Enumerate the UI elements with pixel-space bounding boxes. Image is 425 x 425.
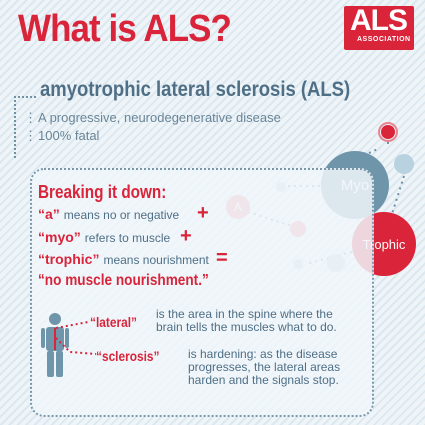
lateral-term: “lateral” xyxy=(90,314,137,330)
myo-to-pink-connector xyxy=(357,147,381,159)
left-dotted-line xyxy=(14,96,38,158)
breakdown-result: “no muscle nourishment.” xyxy=(38,272,209,289)
bullet-item: ⋮100% fatal xyxy=(24,128,100,143)
page-title: What is ALS? xyxy=(18,8,232,50)
sclerosis-description: is hardening: as the disease progresses,… xyxy=(188,347,341,387)
breakdown-panel xyxy=(30,168,374,417)
lateral-description: is the area in the spine where the brain… xyxy=(156,307,337,334)
pale-blue-dot xyxy=(394,154,414,174)
dot-to-trophic-connector xyxy=(391,175,405,215)
person-icon xyxy=(41,313,69,377)
logo-sub-text: ASSOCIATION xyxy=(357,36,411,43)
sclerosis-term: “sclerosis” xyxy=(96,348,160,364)
logo-main-text: ALS xyxy=(350,4,408,37)
small-red-dot xyxy=(381,125,395,139)
bullet-item: ⋮A progressive, neurodegenerative diseas… xyxy=(24,110,281,125)
lateral-connector xyxy=(55,321,89,329)
plus-operator: + xyxy=(180,225,192,247)
subtitle: amyotrophic lateral sclerosis (ALS) xyxy=(40,78,351,101)
small-red-ring xyxy=(378,122,398,142)
breakdown-line: “myo”refers to muscle xyxy=(38,229,171,245)
sclerosis-connector xyxy=(55,337,97,355)
breakdown-heading: Breaking it down: xyxy=(38,182,167,202)
plus-operator: + xyxy=(197,202,209,224)
top-dotted-connector xyxy=(14,96,36,98)
breakdown-line: “trophic”means nourishment xyxy=(38,251,209,267)
breakdown-line: “a”means no or negative xyxy=(38,206,180,222)
als-association-logo xyxy=(344,6,414,50)
equals-operator: = xyxy=(216,247,228,269)
